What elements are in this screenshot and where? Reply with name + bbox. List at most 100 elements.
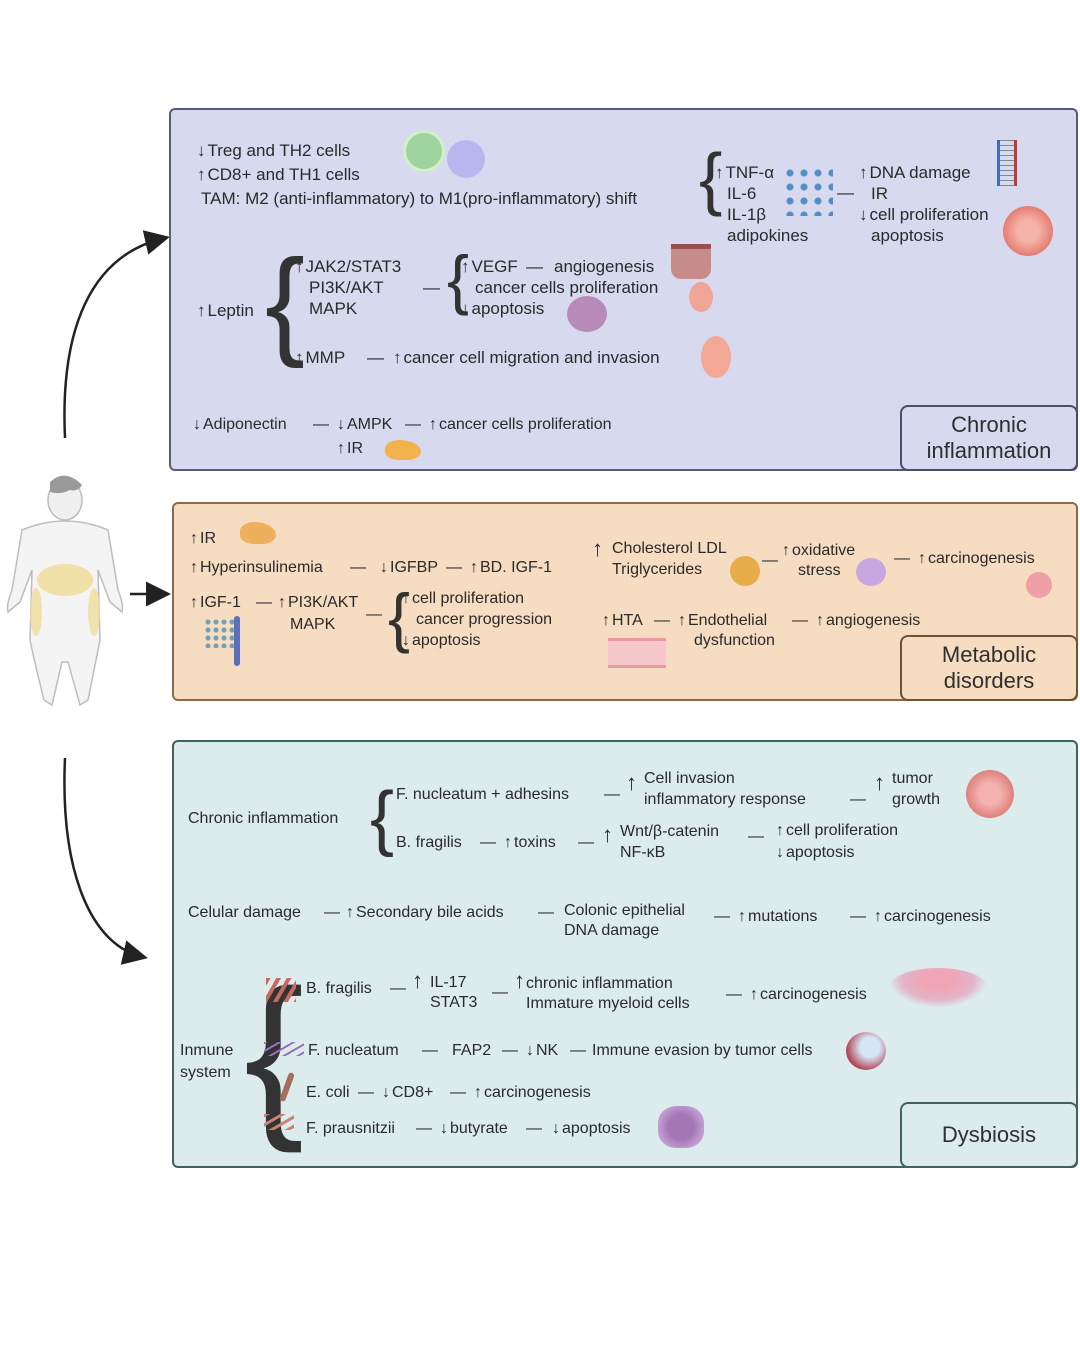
dash: — [450, 1084, 466, 1101]
cytokine-adipokines: adipokines [727, 226, 809, 245]
dash: — [358, 1084, 374, 1101]
ampk-text: AMPK [337, 414, 392, 435]
igf1-text: IGF-1 [190, 592, 241, 613]
tam-shift-text: TAM: M2 (anti-inflammatory) to M1(pro-in… [201, 189, 638, 208]
myeloid-text: Immature myeloid cells [526, 995, 690, 1012]
ir-text: IR [337, 438, 363, 459]
dash: — [390, 980, 406, 997]
effect-ir: IR [871, 184, 888, 203]
wnt-text: Wnt/β-catenin [620, 823, 720, 840]
arrow-to-chronic-inflammation [63, 230, 170, 439]
dna-damage-text: DNA damage [564, 922, 660, 939]
dash: — [792, 612, 808, 629]
brace-icon: { [370, 778, 395, 858]
dash: — [526, 257, 543, 276]
chronic-infl-text: chronic inflammation [526, 975, 673, 992]
dash: — [423, 278, 440, 297]
tumor-text: tumor [892, 770, 933, 787]
bd-igf1-text: BD. IGF-1 [470, 557, 552, 578]
triglycerides-text: Triglycerides [612, 561, 703, 578]
effect-apoptosis: apoptosis [871, 226, 944, 245]
angiogenesis-text: angiogenesis [554, 257, 655, 276]
dash: — [837, 183, 854, 202]
cytokine-tnf: TNF-α [715, 162, 775, 183]
endothelial-text: Endothelial [678, 610, 767, 631]
hta-text: HTA [602, 610, 643, 631]
bfrag1-text: B. fragilis [396, 834, 462, 851]
dash: — [480, 834, 496, 851]
carcinogenesis-text: carcinogenesis [874, 906, 991, 927]
bile-acids-text: Secondary bile acids [346, 902, 504, 923]
fap2-text: FAP2 [452, 1042, 492, 1059]
bacteria-fprausnitzii-icon [264, 1114, 294, 1130]
migration-text: cancer cell migration and invasion [393, 347, 660, 368]
dash: — [367, 348, 384, 367]
cell-invasion-text: Cell invasion [644, 770, 735, 787]
artery-icon [608, 638, 666, 668]
dash: — [366, 606, 382, 623]
cytokine-il6: IL-6 [727, 184, 757, 203]
label-metabolic-disorders: Metabolic disorders [900, 635, 1078, 701]
lipoprotein-icon [730, 556, 760, 586]
dash: — [850, 908, 866, 925]
cytokine-particles-icon [783, 166, 833, 216]
stat3-text: STAT3 [430, 994, 478, 1011]
il17-text: IL-17 [430, 974, 467, 991]
igfbp-text: IGFBP [380, 557, 438, 578]
butyrate-text: butyrate [440, 1118, 508, 1139]
immune-label: Inmune [180, 1042, 234, 1059]
cytokine-il1b: IL-1β [727, 205, 767, 224]
stress-text: stress [798, 562, 841, 579]
bacteria-fnucleatum-icon [264, 1042, 304, 1056]
panel-chronic-inflammation: Treg and TH2 cells CD8+ and TH1 cells TA… [169, 108, 1078, 471]
ir-text: IR [190, 528, 216, 549]
cell-prolif-text: cell proliferation [776, 820, 898, 841]
nfkb-text: NF-κB [620, 844, 666, 861]
dash: — [526, 1120, 542, 1137]
cholesterol-text: Cholesterol LDL [612, 540, 727, 557]
dash: — [894, 550, 910, 567]
dash: — [324, 904, 340, 921]
chronic-inflammation-label: Chronic inflammation [188, 810, 339, 827]
dash: — [446, 559, 462, 576]
pathway-jak2: JAK2/STAT3 [295, 256, 402, 277]
immune-cell-icon [846, 1032, 886, 1070]
arrow-to-dysbiosis [63, 757, 148, 965]
dna-icon [997, 140, 1017, 186]
tumor-cells-icon [1003, 206, 1053, 256]
brace-icon: { [699, 139, 723, 217]
dash: — [256, 594, 272, 611]
dysfunction-text: dysfunction [694, 632, 775, 649]
pi3k-text: PI3K/AKT [278, 592, 358, 613]
mapk-text: MAPK [290, 616, 336, 633]
bacteria-bfragilis-icon [266, 978, 296, 1002]
label-chronic-inflammation: Chronic inflammation [900, 405, 1078, 471]
angiogenesis-text: angiogenesis [816, 610, 920, 631]
cancer-prolif-text: cancer cells proliferation [475, 278, 659, 297]
adiponectin-text: Adiponectin [193, 414, 287, 435]
outcome-apoptosis: apoptosis [402, 630, 481, 651]
carcinogenesis2-text: carcinogenesis [750, 984, 867, 1005]
up-arrow-icon: ↑ [874, 770, 885, 795]
colonic-text: Colonic epithelial [564, 902, 685, 919]
dash: — [726, 986, 742, 1003]
pancreas-icon [385, 440, 421, 460]
dash: — [578, 834, 594, 851]
up-arrow-icon: ↑ [602, 822, 613, 847]
pathway-mapk: MAPK [309, 299, 358, 318]
celular-damage-text: Celular damage [188, 904, 301, 921]
dash: — [714, 908, 730, 925]
cd8-text: CD8+ [382, 1082, 433, 1103]
apoptotic-cell-icon [567, 296, 607, 332]
invasive-cell-icon [701, 336, 731, 378]
effect-cell-proliferation: cell proliferation [859, 204, 989, 225]
growth-text: growth [892, 791, 941, 808]
apoptosis-text: apoptosis [461, 298, 545, 319]
blood-vessel-icon [671, 244, 711, 279]
fnuc2-text: F. nucleatum [308, 1042, 399, 1059]
apoptosis2-text: apoptosis [552, 1118, 631, 1139]
system-label: system [180, 1064, 231, 1081]
fpraus-text: F. prausnitzii [306, 1120, 395, 1137]
outcome-cell-prolif: cell proliferation [402, 588, 524, 609]
label-dysbiosis: Dysbiosis [900, 1102, 1078, 1168]
